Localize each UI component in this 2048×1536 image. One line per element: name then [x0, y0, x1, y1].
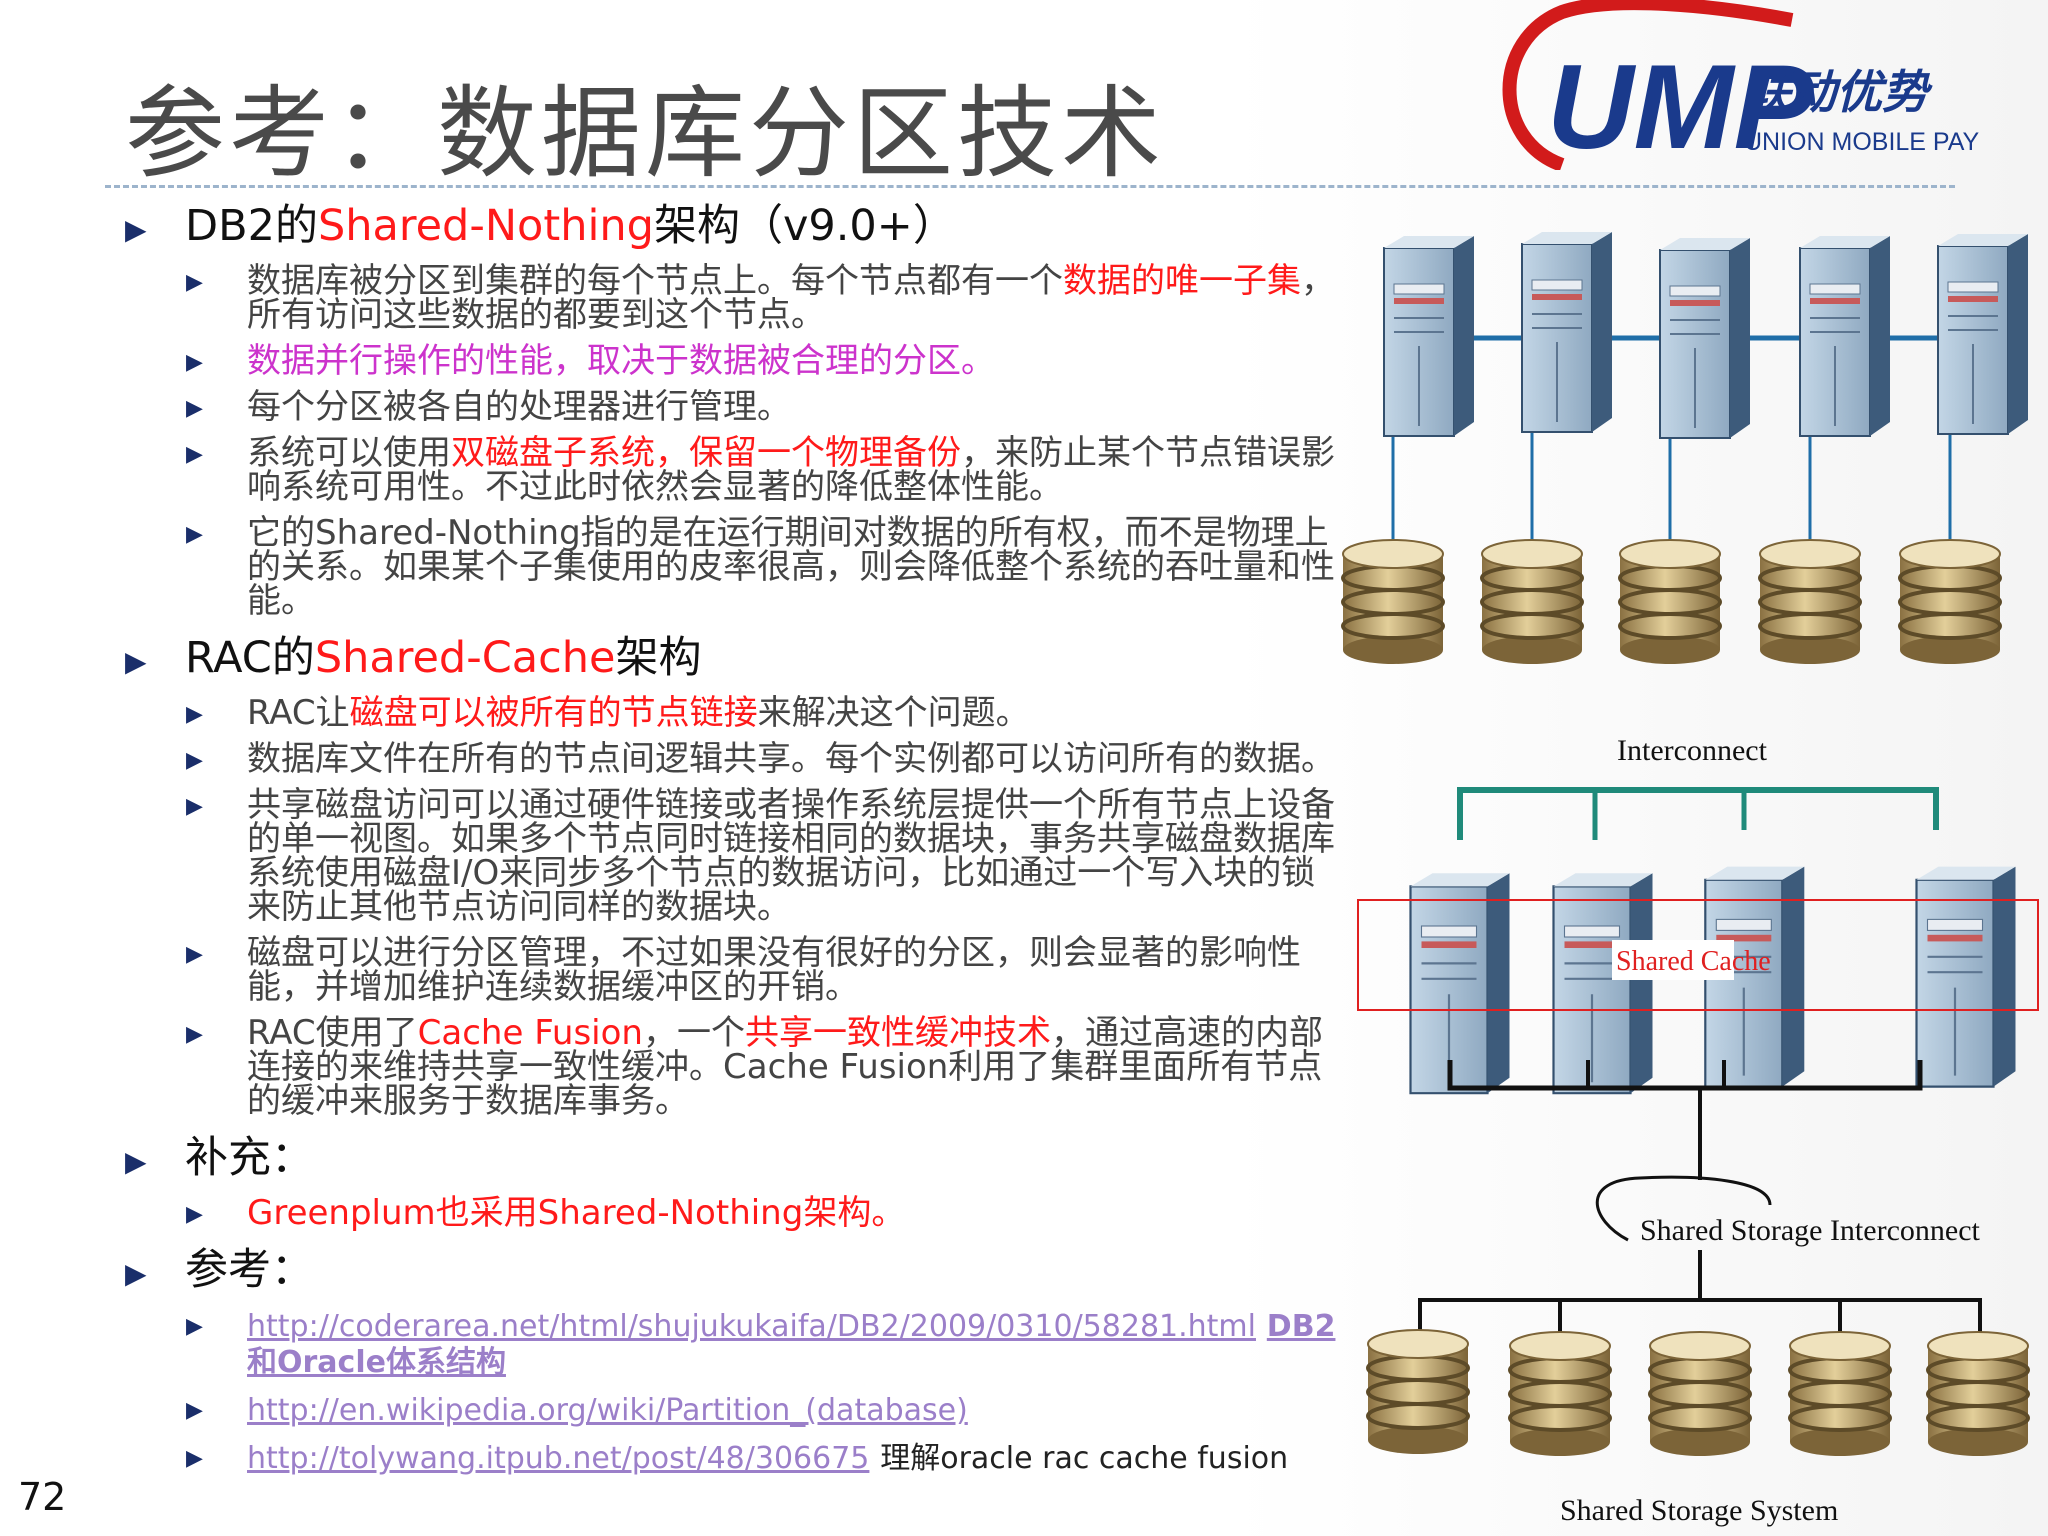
list-item: ▶ 数据并行操作的性能，取决于数据被合理的分区。 — [186, 341, 995, 381]
disk-icon — [1788, 1330, 1892, 1458]
bullet-icon: ▶ — [186, 942, 203, 967]
section-heading: ▶ 补充： — [120, 1132, 1340, 1184]
section-heading: ▶ 参考： — [120, 1244, 1340, 1296]
list-item: ▶ 共享磁盘访问可以通过硬件链接或者操作系统层提供一个所有节点上设备的单一视图。… — [186, 785, 1335, 927]
disk-icon — [1366, 1328, 1470, 1456]
list-item: ▶ 系统可以使用双磁盘子系统，保留一个物理备份，来防止某个节点错误影响系统可用性… — [186, 433, 1335, 507]
disk-icon — [1480, 538, 1584, 666]
list-item: ▶ RAC让磁盘可以被所有的节点链接来解决这个问题。 — [186, 693, 1030, 733]
bullet-icon: ▶ — [186, 1446, 203, 1471]
bullet-icon: ▶ — [186, 270, 203, 295]
title-divider — [105, 185, 1955, 188]
bullet-icon: ▶ — [186, 794, 203, 819]
shared-nothing-cluster — [1341, 231, 2029, 666]
list-item: ▶ Greenplum也采用Shared-Nothing架构。 — [186, 1193, 906, 1233]
server-icon — [1552, 872, 1654, 1095]
logo-brand: UMP — [1547, 40, 1815, 170]
list-item: ▶ 它的Shared-Nothing指的是在运行期间对数据的所有权，而不是物理上… — [186, 513, 1335, 621]
reference-link-title[interactable]: DB2和Oracle体系结构 — [247, 1309, 1336, 1380]
reference-link[interactable]: http://tolywang.itpub.net/post/48/306675 — [247, 1441, 870, 1476]
bullet-icon: ▶ — [186, 1314, 203, 1339]
list-item: ▶ RAC使用了Cache Fusion，一个共享一致性缓冲技术，通过高速的内部… — [186, 1013, 1323, 1121]
architecture-diagram: Interconnect Shared Cache Shared Storage… — [1341, 231, 2039, 1527]
bullet-icon: ▶ — [125, 213, 147, 246]
disk-icon — [1926, 1330, 2030, 1458]
list-item: ▶ 每个分区被各自的处理器进行管理。 — [186, 387, 791, 427]
disk-icon — [1758, 538, 1862, 666]
main-content: ▶ DB2的Shared-Nothing架构（v9.0+） ▶ 数据库被分区到集… — [120, 200, 1340, 1476]
section-heading: ▶ DB2的Shared-Nothing架构（v9.0+） — [120, 200, 1340, 252]
disk-icon — [1648, 1330, 1752, 1458]
list-item: ▶ 数据库被分区到集群的每个节点上。每个节点都有一个数据的唯一子集，所有访问这些… — [186, 261, 1335, 335]
bullet-icon: ▶ — [125, 1257, 147, 1290]
section-heading: ▶ RAC的Shared-Cache架构 — [120, 632, 1340, 684]
disk-icon — [1898, 538, 2002, 666]
page-number: 72 — [18, 1475, 67, 1519]
interconnect-label: Interconnect — [1617, 734, 1768, 767]
bullet-icon: ▶ — [186, 1202, 203, 1227]
disk-icon — [1508, 1330, 1612, 1458]
reference-item: ▶ http://en.wikipedia.org/wiki/Partition… — [120, 1392, 1340, 1428]
server-icon — [1799, 235, 1891, 437]
server-icon — [1383, 235, 1475, 437]
logo-en: UNION MOBILE PAY — [1744, 128, 1980, 156]
reference-item: ▶ http://coderarea.net/html/shujukukaifa… — [120, 1308, 1340, 1380]
list-item: ▶ 数据库文件在所有的节点间逻辑共享。每个实例都可以访问所有的数据。 — [186, 739, 1335, 779]
disk-icon — [1618, 538, 1722, 666]
bullet-icon: ▶ — [186, 1022, 203, 1047]
list-item: ▶ 磁盘可以进行分区管理，不过如果没有很好的分区，则会显著的影响性能，并增加维护… — [186, 933, 1301, 1007]
bullet-icon: ▶ — [125, 645, 147, 678]
page-title: 参考：数据库分区技术 — [125, 75, 1165, 192]
bullet-icon: ▶ — [186, 702, 203, 727]
reference-note: 理解oracle rac cache fusion — [880, 1441, 1289, 1476]
bullet-icon: ▶ — [186, 396, 203, 421]
disk-icon — [1341, 538, 1445, 666]
bullet-icon: ▶ — [125, 1145, 147, 1178]
reference-link[interactable]: http://en.wikipedia.org/wiki/Partition_(… — [247, 1393, 968, 1428]
shared-cache-cluster: Interconnect Shared Cache Shared Storage… — [1357, 734, 2039, 1527]
reference-link[interactable]: http://coderarea.net/html/shujukukaifa/D… — [247, 1309, 1256, 1344]
server-icon — [1521, 231, 1613, 433]
server-icon — [1937, 233, 2029, 435]
bullet-icon: ▶ — [186, 1398, 203, 1423]
shared-storage-system-label: Shared Storage System — [1560, 1494, 1838, 1527]
bullet-icon: ▶ — [186, 350, 203, 375]
shared-storage-interconnect-label: Shared Storage Interconnect — [1640, 1214, 1981, 1247]
ump-logo: UMP 联动优势 UNION MOBILE PAY — [1502, 0, 1980, 170]
shared-cache-label: Shared Cache — [1616, 946, 1771, 977]
server-icon — [1659, 237, 1751, 439]
bullet-icon: ▶ — [186, 748, 203, 773]
bullet-icon: ▶ — [186, 522, 203, 547]
server-icon — [1409, 872, 1511, 1095]
shared-cache-box — [1357, 899, 2039, 1011]
reference-item: ▶ http://tolywang.itpub.net/post/48/3066… — [120, 1440, 1340, 1476]
logo-cn: 联动优势 — [1744, 65, 1933, 119]
bullet-icon: ▶ — [186, 442, 203, 467]
